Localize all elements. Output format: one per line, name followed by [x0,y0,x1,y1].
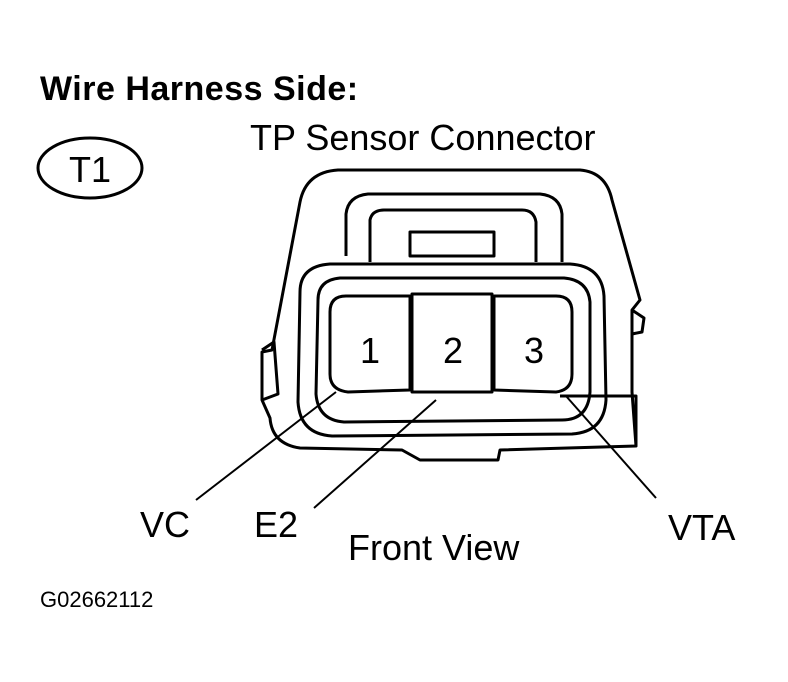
leader-line-vta [565,395,657,499]
connector-right-tab [631,308,646,336]
lock-lever-outer [344,192,564,262]
connector-housing-outline [260,168,642,462]
signal-label-vc: VC [140,504,190,545]
terminal-cavity-1 [328,294,412,394]
connector-code-ellipse [36,136,144,200]
connector-code-text: T1 [69,149,111,190]
signal-label-vta: VTA [668,507,735,548]
connector-left-tab [261,340,280,402]
heading-wire-harness-side: Wire Harness Side: [40,70,359,108]
terminal-number-1: 1 [360,330,380,371]
connector-right-latch [560,394,638,446]
connector-body [260,168,646,462]
signal-label-e2: E2 [254,504,298,545]
lock-lever-inner [368,208,538,262]
connector-code-badge: T1 [36,136,144,200]
terminal-number-2: 2 [443,330,463,371]
socket-frame-outer [296,262,608,438]
lock-lever-tab [408,230,496,258]
leader-line-e2 [313,399,437,509]
terminal-cavity-3 [492,294,574,394]
connector-title: TP Sensor Connector [250,117,596,158]
leader-line-vc [195,391,337,501]
figure-id: G02662112 [40,587,154,612]
view-label: Front View [348,527,520,568]
terminal-number-3: 3 [524,330,544,371]
socket-frame-inner [314,276,592,424]
terminal-cavity-2 [410,292,494,394]
leader-lines [195,391,657,509]
